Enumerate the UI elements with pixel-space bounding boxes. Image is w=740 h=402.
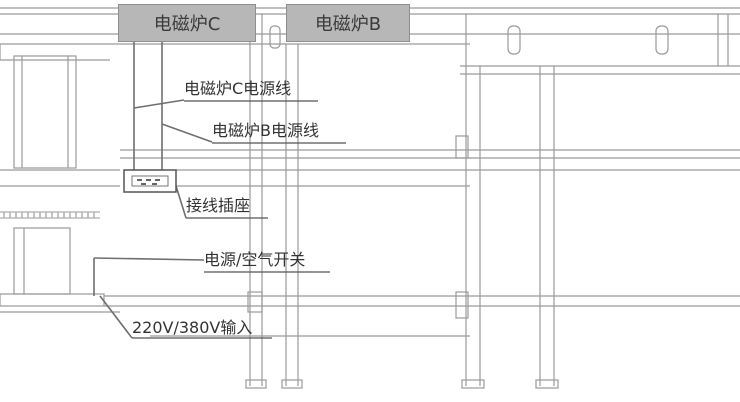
socket-label: 接线插座 bbox=[186, 196, 251, 215]
cooker-c-header: 电磁炉C bbox=[118, 4, 256, 42]
cooker-b-header: 电磁炉B bbox=[286, 4, 410, 42]
power-line-b-label: 电磁炉B电源线 bbox=[212, 121, 319, 140]
power-input-label: 220V/380V输入 bbox=[132, 318, 253, 337]
switch-label: 电源/空气开关 bbox=[204, 250, 306, 269]
socket-graphic bbox=[123, 169, 177, 193]
power-line-c-label: 电磁炉C电源线 bbox=[184, 79, 292, 98]
